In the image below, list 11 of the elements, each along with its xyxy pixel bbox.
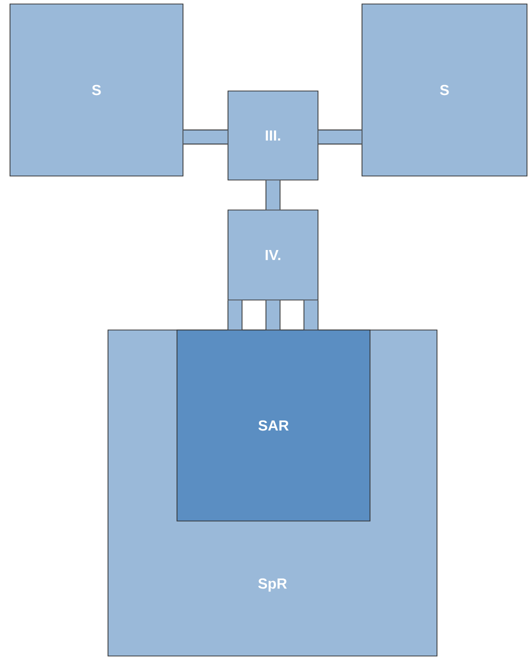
connector-bar — [228, 300, 242, 330]
connector-bar — [266, 300, 280, 330]
process-box: III. — [228, 90, 318, 180]
connector-bar — [304, 300, 318, 330]
process-box: IV. — [228, 210, 318, 300]
connector-bar — [318, 130, 362, 144]
connector-bar — [183, 130, 228, 144]
s-box: S — [10, 4, 184, 176]
s-box: S — [362, 4, 528, 176]
connector-bar — [266, 180, 280, 210]
inner-box: SAR — [176, 330, 370, 522]
